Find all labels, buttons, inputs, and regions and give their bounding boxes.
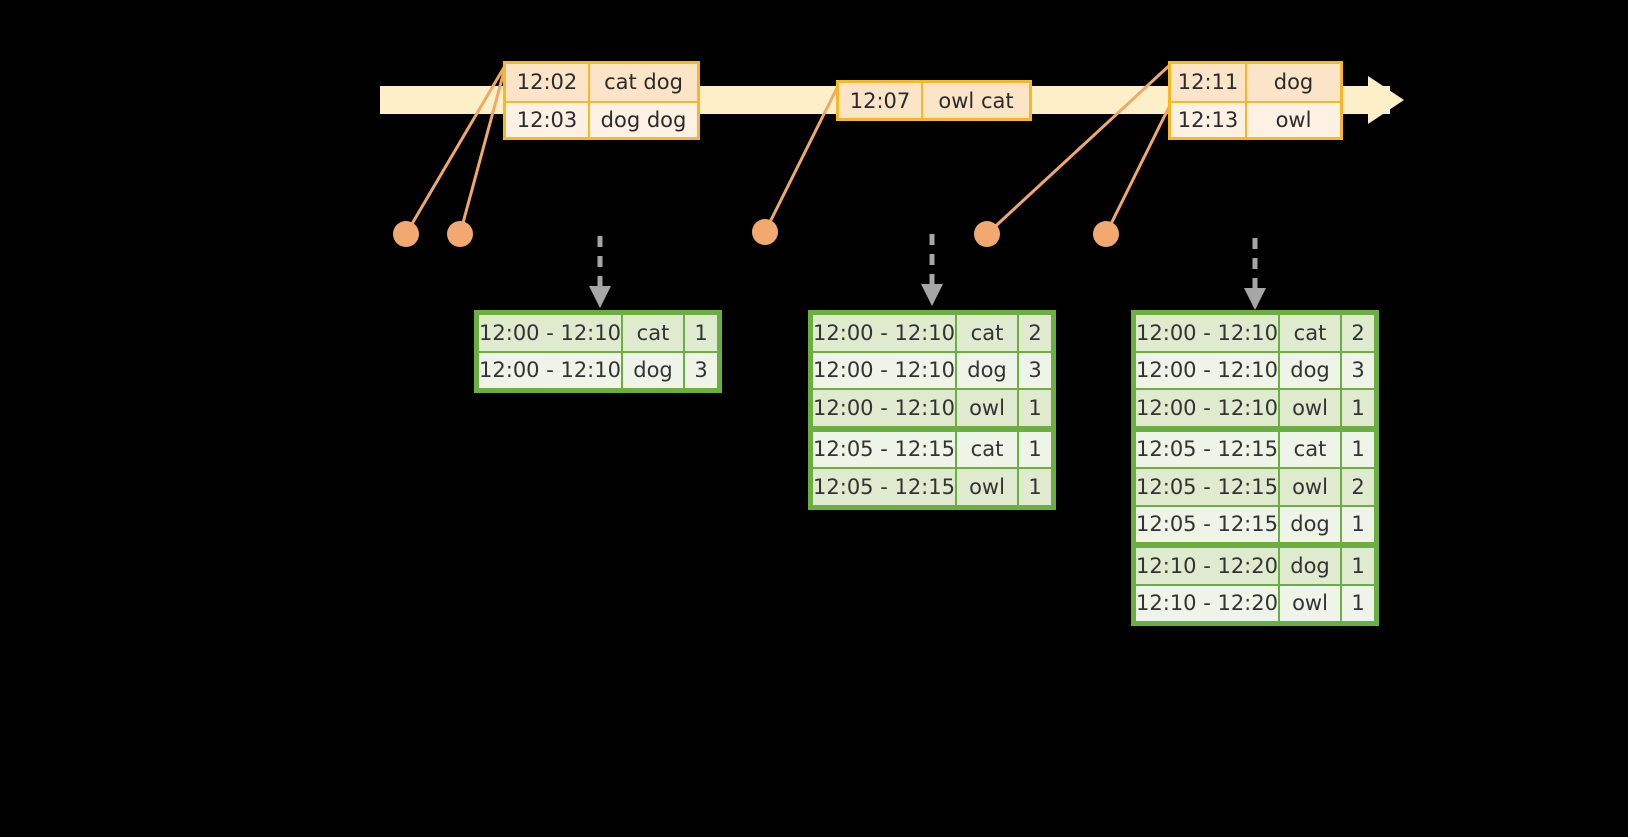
cell-count: 1 xyxy=(1018,468,1052,506)
cell-word: owl xyxy=(1279,584,1341,622)
cell-word: cat xyxy=(1279,430,1341,468)
event-time: 12:13 xyxy=(1171,102,1245,137)
down-arrow-head xyxy=(1244,288,1266,310)
event-row: 12:13 owl xyxy=(1171,100,1340,137)
event-words: owl cat xyxy=(921,83,1029,118)
event-dot xyxy=(393,221,419,247)
cell-count: 1 xyxy=(1018,389,1052,427)
cell-count: 3 xyxy=(1018,351,1052,389)
event-time: 12:07 xyxy=(839,83,921,118)
cell-window: 12:00 - 12:10 xyxy=(812,389,956,427)
cell-window: 12:05 - 12:15 xyxy=(812,468,956,506)
event-group-3[interactable]: 12:11 dog 12:13 owl xyxy=(1168,61,1343,140)
event-time: 12:03 xyxy=(506,102,588,137)
event-words: dog dog xyxy=(588,102,697,137)
down-arrow-head xyxy=(921,284,943,306)
cell-count: 1 xyxy=(684,314,718,352)
event-words: owl xyxy=(1245,102,1340,137)
event-row: 12:02 cat dog xyxy=(506,64,697,101)
cell-word: owl xyxy=(956,389,1018,427)
cell-word: owl xyxy=(1279,468,1341,506)
cell-count: 1 xyxy=(1341,430,1375,468)
cell-word: cat xyxy=(956,314,1018,352)
event-words: cat dog xyxy=(588,64,697,101)
event-dot xyxy=(447,221,473,247)
event-group-1[interactable]: 12:02 cat dog 12:03 dog dog xyxy=(503,61,700,140)
cell-count: 1 xyxy=(1341,547,1375,585)
window-group-separator xyxy=(812,426,1052,431)
cell-word: cat xyxy=(956,430,1018,468)
cell-window: 12:00 - 12:10 xyxy=(478,351,622,389)
cell-word: dog xyxy=(1279,547,1341,585)
event-dot xyxy=(752,219,778,245)
window-group-separator xyxy=(1135,426,1375,431)
cell-count: 2 xyxy=(1018,314,1052,352)
cell-window: 12:00 - 12:10 xyxy=(478,314,622,352)
cell-word: cat xyxy=(1279,314,1341,352)
cell-count: 2 xyxy=(1341,468,1375,506)
cell-word: dog xyxy=(1279,351,1341,389)
cell-count: 3 xyxy=(1341,351,1375,389)
cell-window: 12:10 - 12:20 xyxy=(1135,584,1279,622)
event-row: 12:07 owl cat xyxy=(839,83,1029,118)
event-group-2[interactable]: 12:07 owl cat xyxy=(836,80,1032,121)
cell-window: 12:00 - 12:10 xyxy=(1135,314,1279,352)
event-row: 12:03 dog dog xyxy=(506,100,697,137)
cell-count: 1 xyxy=(1341,505,1375,543)
event-row: 12:11 dog xyxy=(1171,64,1340,101)
cell-window: 12:00 - 12:10 xyxy=(1135,389,1279,427)
cell-window: 12:05 - 12:15 xyxy=(1135,468,1279,506)
cell-window: 12:00 - 12:10 xyxy=(812,351,956,389)
cell-window: 12:10 - 12:20 xyxy=(1135,547,1279,585)
cell-window: 12:05 - 12:15 xyxy=(812,430,956,468)
cell-count: 3 xyxy=(684,351,718,389)
cell-window: 12:00 - 12:10 xyxy=(812,314,956,352)
event-dot xyxy=(1093,221,1119,247)
event-time: 12:11 xyxy=(1171,64,1245,101)
cell-window: 12:05 - 12:15 xyxy=(1135,505,1279,543)
cell-count: 2 xyxy=(1341,314,1375,352)
window-group-separator xyxy=(1135,543,1375,547)
cell-count: 1 xyxy=(1341,389,1375,427)
cell-word: cat xyxy=(622,314,684,352)
event-time: 12:02 xyxy=(506,64,588,101)
timeline-arrow-head xyxy=(1368,76,1404,124)
cell-word: owl xyxy=(1279,389,1341,427)
cell-count: 1 xyxy=(1341,584,1375,622)
event-dot xyxy=(974,221,1000,247)
cell-word: dog xyxy=(622,351,684,389)
cell-count: 1 xyxy=(1018,430,1052,468)
cell-window: 12:00 - 12:10 xyxy=(1135,351,1279,389)
event-words: dog xyxy=(1245,64,1340,101)
cell-window: 12:05 - 12:15 xyxy=(1135,430,1279,468)
cell-word: dog xyxy=(956,351,1018,389)
cell-word: dog xyxy=(1279,505,1341,543)
down-arrow-head xyxy=(589,286,611,308)
cell-word: owl xyxy=(956,468,1018,506)
